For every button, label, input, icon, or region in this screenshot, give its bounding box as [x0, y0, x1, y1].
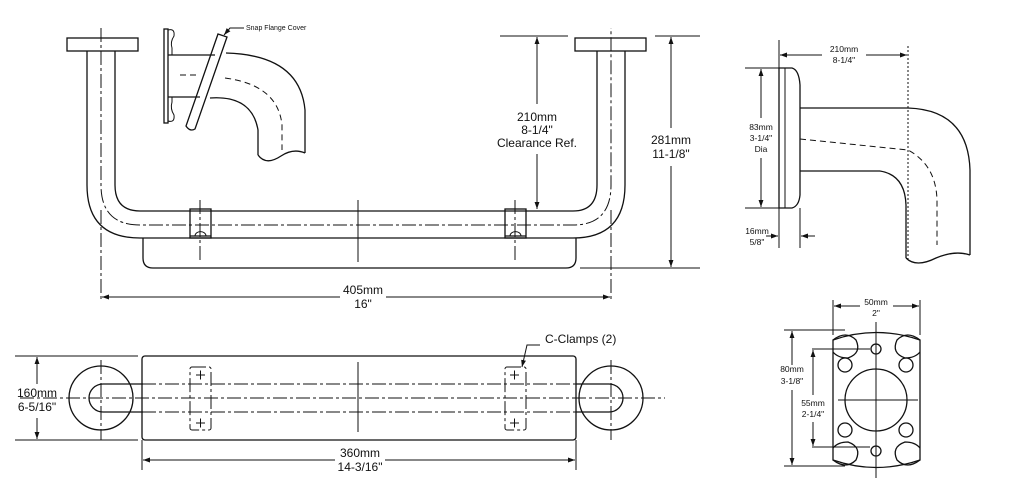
height-in: 11-1/8"	[652, 147, 689, 161]
plate-view	[784, 300, 921, 478]
side-flange	[778, 67, 801, 209]
front-view	[66, 28, 700, 300]
left-flange-plate	[66, 37, 139, 52]
top-view: C-Clamps (2)	[15, 332, 665, 470]
projection-in: 8-1/4"	[833, 55, 855, 65]
hole-spacing-in: 2-1/4"	[802, 409, 824, 419]
plate-height-mm: 80mm	[780, 364, 804, 374]
pad-length-in: 14-3/16"	[338, 460, 383, 474]
grip-pad	[142, 238, 577, 269]
snap-flange-detail: Snap Flange Cover	[163, 25, 307, 162]
c-clamps-label: C-Clamps (2)	[545, 332, 616, 346]
projection-mm: 210mm	[830, 44, 858, 54]
flange-dia-mm: 83mm	[749, 122, 773, 132]
flange-dia-note: Dia	[755, 144, 768, 154]
clearance-in: 8-1/4"	[521, 123, 553, 137]
bar-outer-edge	[86, 51, 626, 239]
plate-width-mm: 50mm	[864, 297, 888, 307]
flange-depth-in: 5/8"	[750, 237, 765, 247]
dimension-labels: 210mm 8-1/4" Clearance Ref. 281mm 11-1/8…	[17, 44, 888, 474]
right-flange-circle	[578, 365, 644, 431]
plate-width-in: 2"	[872, 308, 880, 318]
snap-flange-cover	[185, 33, 228, 131]
depth-in: 6-5/16"	[18, 400, 56, 414]
hole-spacing-mm: 55mm	[801, 398, 825, 408]
side-view	[745, 40, 971, 264]
top-clamp-left	[189, 366, 212, 431]
bar-inner-edge	[114, 51, 598, 212]
plate-height-in: 3-1/8"	[781, 376, 803, 386]
clearance-mm: 210mm	[517, 110, 557, 124]
length-mm: 405mm	[343, 283, 383, 297]
flange-dia-in: 3-1/4"	[750, 133, 772, 143]
bar-centerline	[100, 28, 612, 226]
height-mm: 281mm	[651, 133, 691, 147]
clearance-note: Clearance Ref.	[497, 136, 577, 150]
flange-depth-mm: 16mm	[745, 226, 769, 236]
length-in: 16"	[354, 297, 372, 311]
snap-flange-cover-label: Snap Flange Cover	[246, 25, 307, 32]
depth-mm: 160mm	[17, 386, 57, 400]
top-clamp-right	[504, 366, 527, 431]
pad-length-mm: 360mm	[340, 446, 380, 460]
